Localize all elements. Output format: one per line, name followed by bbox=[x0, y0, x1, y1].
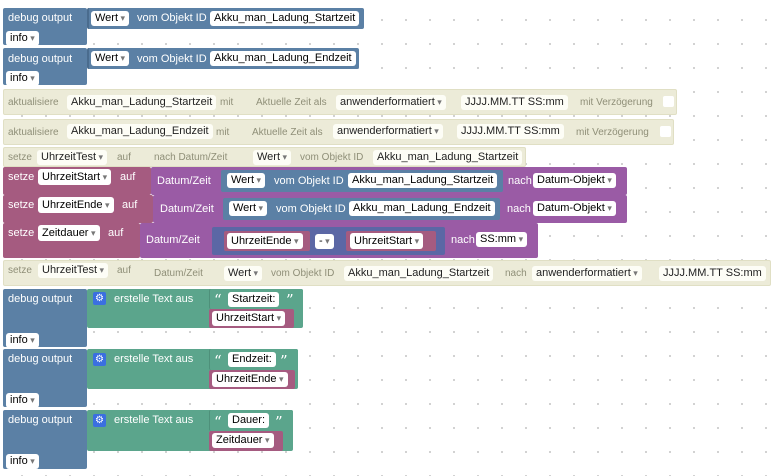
wert-dropdown[interactable]: Wert bbox=[91, 11, 130, 26]
aktualisiere-label: aktualisiere bbox=[8, 97, 59, 108]
format-string-field[interactable]: JJJJ.MM.TT SS:mm bbox=[457, 124, 564, 139]
setze-label: setze bbox=[8, 227, 35, 239]
debug-output-label: debug output bbox=[8, 12, 73, 24]
gear-icon[interactable]: ⚙ bbox=[93, 353, 106, 366]
erstelle-text-aus-label: erstelle Text aus bbox=[114, 353, 194, 365]
delay-checkbox[interactable] bbox=[660, 126, 671, 137]
datum-zeit-label: Datum/Zeit bbox=[157, 175, 211, 187]
auf-label: auf bbox=[117, 265, 131, 276]
aktuelle-zeit-als-label: Aktuelle Zeit als bbox=[252, 127, 323, 138]
quote-close-icon: ” bbox=[286, 291, 294, 309]
erstelle-text-aus-label: erstelle Text aus bbox=[114, 293, 194, 305]
setze-label: setze bbox=[8, 171, 35, 183]
variable-dropdown[interactable]: Zeitdauer bbox=[38, 225, 100, 241]
debug-output-label: debug output bbox=[8, 353, 73, 365]
vom-objekt-id-label: vom Objekt ID bbox=[137, 12, 207, 24]
setze-label: setze bbox=[8, 152, 32, 163]
vom-objekt-id-label: vom Objekt ID bbox=[271, 268, 335, 279]
quote-open-icon: “ bbox=[214, 352, 222, 370]
nach-label: nach bbox=[451, 234, 475, 246]
format-string-field[interactable]: JJJJ.MM.TT SS:mm bbox=[659, 266, 766, 281]
object-id-field[interactable]: Akku_man_Ladung_Endzeit bbox=[210, 51, 356, 66]
object-id-field[interactable]: Akku_man_Ladung_Startzeit bbox=[348, 173, 498, 188]
nach-label: nach bbox=[507, 203, 531, 215]
auf-label: auf bbox=[122, 199, 138, 211]
datum-zeit-label: Datum/Zeit bbox=[154, 268, 203, 279]
quote-close-icon: ” bbox=[275, 413, 283, 431]
text-value-field[interactable]: Endzeit: bbox=[228, 352, 276, 367]
mit-label: mit bbox=[220, 97, 234, 108]
mit-label: mit bbox=[216, 127, 230, 138]
object-id-field[interactable]: Akku_man_Ladung_Startzeit bbox=[210, 11, 360, 26]
gear-icon[interactable]: ⚙ bbox=[93, 414, 106, 427]
nach-datum-zeit-label: nach Datum/Zeit bbox=[154, 152, 228, 163]
gear-icon[interactable]: ⚙ bbox=[93, 292, 106, 305]
wert-dropdown[interactable]: Wert bbox=[227, 173, 266, 188]
quote-open-icon: “ bbox=[214, 291, 222, 309]
quote-open-icon: “ bbox=[214, 413, 222, 431]
datum-zeit-label: Datum/Zeit bbox=[160, 203, 214, 215]
info-dropdown[interactable]: info bbox=[6, 31, 39, 46]
debug-output-label: debug output bbox=[8, 53, 73, 65]
setze-label: setze bbox=[8, 199, 35, 211]
update-target-field[interactable]: Akku_man_Ladung_Startzeit bbox=[67, 95, 217, 110]
time-format-dropdown[interactable]: anwenderformatiert bbox=[333, 124, 443, 139]
variable-dropdown[interactable]: UhrzeitEnde bbox=[38, 197, 114, 213]
text-value-field[interactable]: Startzeit: bbox=[228, 292, 280, 307]
auf-label: auf bbox=[108, 227, 124, 239]
text-value-field[interactable]: Dauer: bbox=[228, 413, 270, 428]
quote-close-icon: ” bbox=[280, 352, 288, 370]
output-format-dropdown[interactable]: SS:mm bbox=[476, 232, 528, 247]
operator-dropdown[interactable]: - bbox=[315, 234, 334, 249]
variable-dropdown[interactable]: UhrzeitEnde bbox=[227, 233, 303, 249]
wert-dropdown[interactable]: Wert bbox=[91, 51, 130, 66]
nach-label: nach bbox=[508, 175, 532, 187]
erstelle-text-aus-label: erstelle Text aus bbox=[114, 414, 194, 426]
output-format-dropdown[interactable]: Datum-Objekt bbox=[533, 173, 616, 188]
vom-objekt-id-label: vom Objekt ID bbox=[300, 152, 364, 163]
datum-zeit-label: Datum/Zeit bbox=[146, 234, 200, 246]
debug-output-label: debug output bbox=[8, 414, 73, 426]
vom-objekt-id-label: vom Objekt ID bbox=[274, 175, 344, 187]
aktualisiere-label: aktualisiere bbox=[8, 127, 59, 138]
variable-dropdown[interactable]: UhrzeitStart bbox=[38, 169, 112, 185]
wert-dropdown[interactable]: Wert bbox=[253, 150, 292, 165]
mit-verzoegerung-label: mit Verzögerung bbox=[580, 97, 653, 108]
format-string-field[interactable]: JJJJ.MM.TT SS:mm bbox=[461, 95, 568, 110]
aktuelle-zeit-als-label: Aktuelle Zeit als bbox=[256, 97, 327, 108]
variable-dropdown[interactable]: UhrzeitTest bbox=[37, 150, 108, 165]
vom-objekt-id-label: vom Objekt ID bbox=[137, 53, 207, 65]
variable-dropdown[interactable]: UhrzeitStart bbox=[350, 233, 424, 249]
object-id-field[interactable]: Akku_man_Ladung_Endzeit bbox=[349, 201, 495, 216]
variable-dropdown[interactable]: Zeitdauer bbox=[212, 433, 274, 448]
vom-objekt-id-label: vom Objekt ID bbox=[276, 203, 346, 215]
auf-label: auf bbox=[120, 171, 136, 183]
info-dropdown[interactable]: info bbox=[6, 71, 39, 86]
auf-label: auf bbox=[117, 152, 131, 163]
variable-dropdown[interactable]: UhrzeitEnde bbox=[212, 372, 288, 387]
info-dropdown[interactable]: info bbox=[6, 333, 39, 348]
mit-verzoegerung-label: mit Verzögerung bbox=[576, 127, 649, 138]
object-id-field[interactable]: Akku_man_Ladung_Startzeit bbox=[344, 266, 494, 281]
variable-dropdown[interactable]: UhrzeitStart bbox=[212, 311, 286, 326]
wert-dropdown[interactable]: Wert bbox=[224, 266, 263, 281]
output-format-dropdown[interactable]: Datum-Objekt bbox=[533, 201, 616, 216]
wert-dropdown[interactable]: Wert bbox=[229, 201, 268, 216]
object-id-field[interactable]: Akku_man_Ladung_Startzeit bbox=[373, 150, 523, 165]
setze-label: setze bbox=[8, 265, 32, 276]
update-target-field[interactable]: Akku_man_Ladung_Endzeit bbox=[67, 124, 213, 139]
nach-label: nach bbox=[505, 268, 527, 279]
output-format-dropdown[interactable]: anwenderformatiert bbox=[532, 266, 642, 281]
info-dropdown[interactable]: info bbox=[6, 393, 39, 408]
debug-output-label: debug output bbox=[8, 293, 73, 305]
info-dropdown[interactable]: info bbox=[6, 454, 39, 469]
variable-dropdown[interactable]: UhrzeitTest bbox=[38, 263, 109, 278]
delay-checkbox[interactable] bbox=[663, 96, 674, 107]
time-format-dropdown[interactable]: anwenderformatiert bbox=[336, 95, 446, 110]
